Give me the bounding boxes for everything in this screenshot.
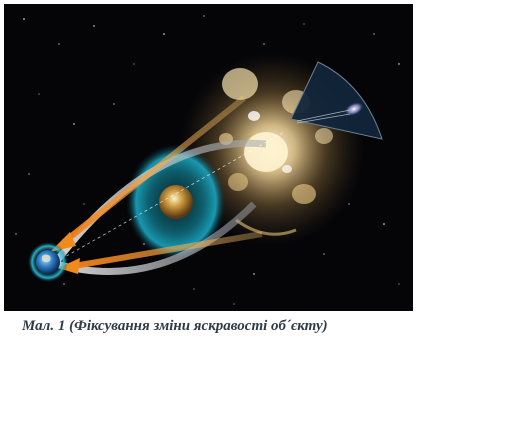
figure-caption: Мал. 1 (Фіксування зміни яскравості об´є…: [22, 318, 328, 334]
earth-icon: [28, 242, 68, 282]
gravitational-lensing-illustration: [4, 4, 413, 311]
illustration-canvas: [15, 15, 400, 305]
light-ray-arrows: [50, 95, 263, 274]
distant-galaxy-icon: [290, 61, 383, 140]
